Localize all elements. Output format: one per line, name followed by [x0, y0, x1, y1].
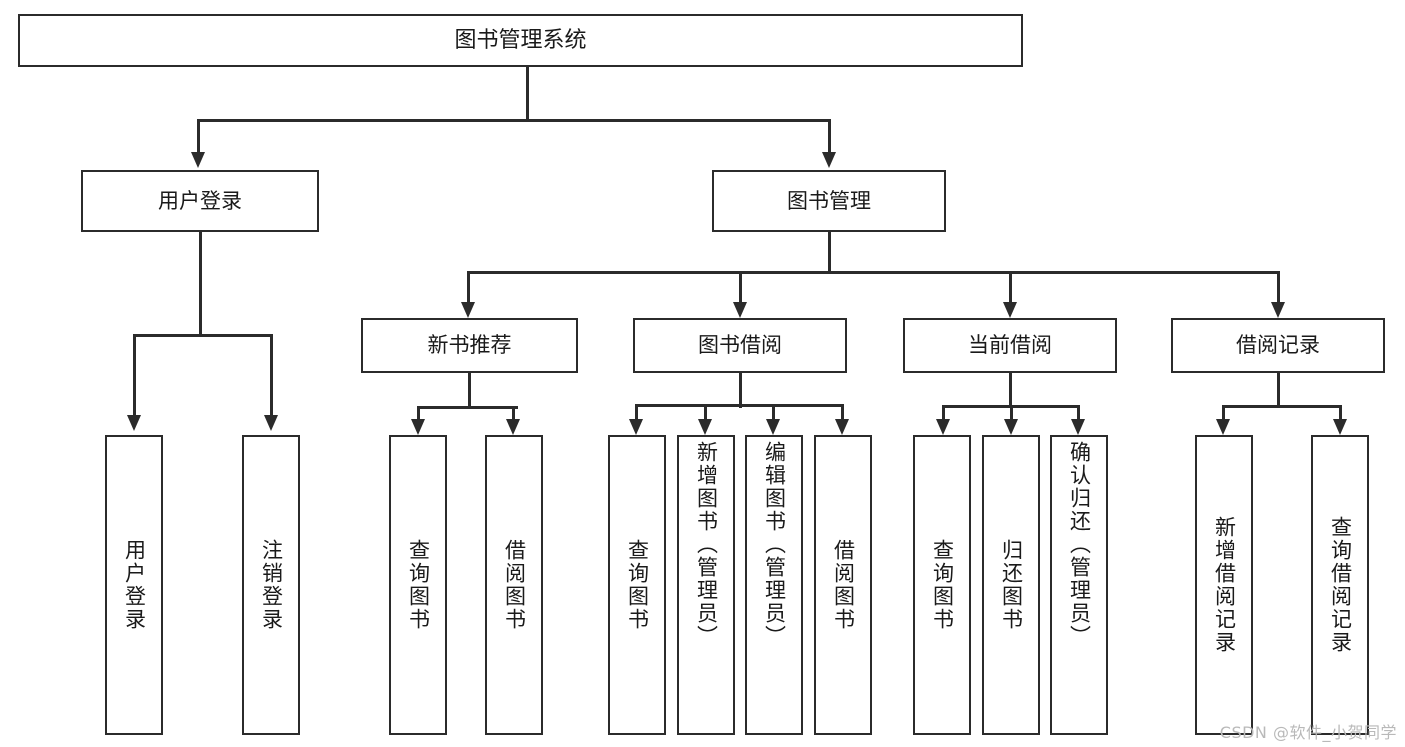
connector-current-borrow-stem	[1009, 373, 1012, 408]
arrow-to-leaf-query-record	[1333, 419, 1347, 435]
arrow-to-current-borrow	[1003, 302, 1017, 318]
node-label: 确认归还（管理员）	[1067, 441, 1092, 648]
connector-book-manage-to-current	[1009, 271, 1012, 305]
leaf-query-book-recommend[interactable]: 查询图书	[389, 435, 447, 735]
connector-root-to-book-manage	[828, 119, 831, 155]
arrow-to-leaf-query-book-1	[411, 419, 425, 435]
node-label: 用户登录	[122, 539, 147, 631]
node-book-borrow[interactable]: 图书借阅	[633, 318, 847, 373]
node-label: 借阅图书	[502, 539, 527, 631]
node-label: 查询图书	[406, 539, 431, 631]
connector-current-borrow-to-leaf-2	[1010, 405, 1013, 421]
arrow-to-leaf-user-login	[127, 415, 141, 431]
connector-new-book-to-leaf-2	[512, 406, 515, 422]
connector-book-borrow-split-bar	[635, 404, 843, 407]
node-label: 编辑图书（管理员）	[762, 441, 787, 648]
arrow-to-leaf-query-book-2	[629, 419, 643, 435]
arrow-to-leaf-edit-book	[766, 419, 780, 435]
connector-borrow-record-stem	[1277, 373, 1280, 408]
connector-new-book-split-bar	[417, 406, 518, 409]
connector-user-login-stem	[199, 232, 202, 336]
connector-root-to-user-login	[197, 119, 200, 155]
leaf-edit-book-admin[interactable]: 编辑图书（管理员）	[745, 435, 803, 735]
node-label: 新增借阅记录	[1212, 516, 1237, 654]
leaf-add-borrow-record[interactable]: 新增借阅记录	[1195, 435, 1253, 735]
node-label: 借阅图书	[831, 539, 856, 631]
connector-book-manage-stem	[828, 232, 831, 273]
connector-book-borrow-to-leaf-2	[704, 404, 707, 421]
connector-book-borrow-to-leaf-3	[772, 404, 775, 421]
connector-borrow-record-split-bar	[1222, 405, 1341, 408]
connector-new-book-stem	[468, 373, 471, 408]
connector-user-login-to-leaf-1	[133, 334, 136, 418]
connector-book-borrow-to-leaf-1	[635, 404, 638, 421]
arrow-to-leaf-add-book	[698, 419, 712, 435]
arrow-to-leaf-borrow-book-1	[506, 419, 520, 435]
connector-borrow-record-to-leaf-1	[1222, 405, 1225, 421]
node-root-system[interactable]: 图书管理系统	[18, 14, 1023, 67]
leaf-user-login[interactable]: 用户登录	[105, 435, 163, 735]
node-label: 当前借阅	[968, 333, 1052, 358]
connector-borrow-record-to-leaf-2	[1339, 405, 1342, 421]
node-label: 归还图书	[999, 539, 1024, 631]
arrow-to-leaf-confirm-return	[1071, 419, 1085, 435]
watermark-text: CSDN @软件_小贺同学	[1219, 723, 1397, 742]
connector-book-manage-to-borrow	[739, 271, 742, 305]
node-user-login[interactable]: 用户登录	[81, 170, 319, 232]
arrow-to-leaf-add-record	[1216, 419, 1230, 435]
connector-current-borrow-to-leaf-1	[942, 405, 945, 421]
connector-book-manage-split-bar	[467, 271, 1279, 274]
arrow-to-leaf-return-book	[1004, 419, 1018, 435]
arrow-to-leaf-borrow-book-2	[835, 419, 849, 435]
leaf-borrow-book-recommend[interactable]: 借阅图书	[485, 435, 543, 735]
arrow-to-new-book-recommend	[461, 302, 475, 318]
arrow-to-book-borrow	[733, 302, 747, 318]
leaf-query-book-borrow[interactable]: 查询图书	[608, 435, 666, 735]
connector-book-manage-to-record	[1277, 271, 1280, 305]
leaf-return-book[interactable]: 归还图书	[982, 435, 1040, 735]
arrow-to-borrow-record	[1271, 302, 1285, 318]
connector-book-borrow-to-leaf-4	[841, 404, 844, 421]
leaf-borrow-book[interactable]: 借阅图书	[814, 435, 872, 735]
leaf-query-book-current[interactable]: 查询图书	[913, 435, 971, 735]
node-new-book-recommend[interactable]: 新书推荐	[361, 318, 578, 373]
connector-root-stem	[526, 67, 529, 121]
node-label: 图书管理系统	[454, 27, 587, 53]
leaf-add-book-admin[interactable]: 新增图书（管理员）	[677, 435, 735, 735]
node-label: 新增图书（管理员）	[694, 441, 719, 648]
node-label: 图书管理	[787, 188, 871, 213]
connector-user-login-split-bar	[133, 334, 272, 337]
arrow-to-leaf-user-logout	[264, 415, 278, 431]
node-label: 用户登录	[158, 188, 242, 213]
node-label: 借阅记录	[1236, 333, 1320, 358]
node-label: 图书借阅	[698, 333, 782, 358]
node-label: 查询图书	[625, 539, 650, 631]
leaf-query-borrow-record[interactable]: 查询借阅记录	[1311, 435, 1369, 735]
leaf-user-logout[interactable]: 注销登录	[242, 435, 300, 735]
connector-new-book-to-leaf-1	[417, 406, 420, 422]
node-current-borrow[interactable]: 当前借阅	[903, 318, 1117, 373]
connector-book-borrow-stem	[739, 373, 742, 408]
leaf-confirm-return-admin[interactable]: 确认归还（管理员）	[1050, 435, 1108, 735]
connector-current-borrow-to-leaf-3	[1077, 405, 1080, 421]
connector-root-split-bar	[197, 119, 831, 122]
node-label: 注销登录	[259, 539, 284, 631]
arrow-to-user-login	[191, 152, 205, 168]
node-label: 新书推荐	[427, 333, 512, 358]
arrow-to-leaf-query-book-3	[936, 419, 950, 435]
connector-book-manage-to-new-book	[467, 271, 470, 305]
node-label: 查询图书	[930, 539, 955, 631]
arrow-to-book-manage	[822, 152, 836, 168]
node-book-management[interactable]: 图书管理	[712, 170, 946, 232]
node-borrow-record[interactable]: 借阅记录	[1171, 318, 1385, 373]
node-label: 查询借阅记录	[1328, 516, 1353, 654]
connector-user-login-to-leaf-2	[270, 334, 273, 418]
